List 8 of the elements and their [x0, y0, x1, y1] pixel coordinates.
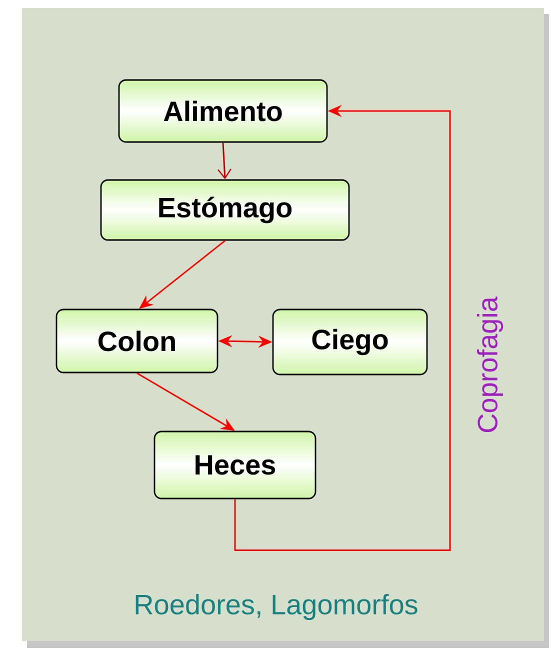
process-box: Colon [56, 308, 218, 374]
caption-text: Roedores, Lagomorfos [136, 594, 418, 620]
edge-label: Coprofagia [476, 296, 504, 434]
process-box: Heces [154, 430, 316, 500]
process-box: Alimento [118, 79, 328, 143]
process-box: Ciego [272, 308, 428, 376]
process-box: Estómago [100, 179, 350, 241]
arrow [218, 142, 232, 180]
